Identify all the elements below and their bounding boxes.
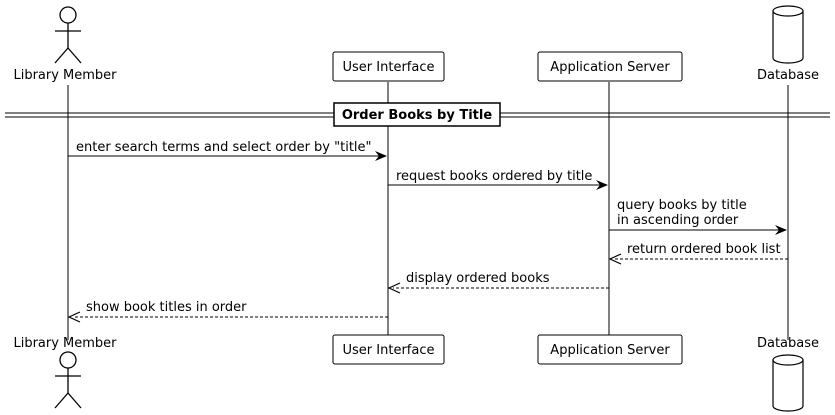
message-6: show book titles in order bbox=[67, 300, 388, 323]
message-label: show book titles in order bbox=[86, 300, 247, 315]
message-label: enter search terms and select order by "… bbox=[76, 140, 372, 155]
arrowhead bbox=[608, 253, 622, 265]
participant-label-member-bottom: Library Member bbox=[13, 336, 117, 351]
arrowhead bbox=[775, 225, 787, 235]
participant-label-ui: User Interface bbox=[343, 60, 435, 75]
participant-box-server bbox=[537, 51, 683, 82]
participant-box-ui-bottom bbox=[332, 334, 445, 365]
participant-label-server: Application Server bbox=[550, 60, 670, 75]
participant-box-server-bottom bbox=[537, 334, 683, 365]
group-title: Order Books by Title bbox=[342, 108, 493, 123]
arrowhead bbox=[375, 151, 387, 161]
message-4: return ordered book list bbox=[608, 242, 788, 265]
group-title-box bbox=[333, 102, 501, 127]
participant-label-member: Library Member bbox=[13, 68, 117, 83]
participant-label-ui-bottom: User Interface bbox=[343, 343, 435, 358]
arrowhead bbox=[596, 180, 608, 190]
actor-icon bbox=[54, 351, 82, 409]
database-icon bbox=[772, 354, 804, 412]
database-icon bbox=[772, 5, 804, 64]
participant-label-db: Database bbox=[757, 68, 819, 83]
participant-label-server-bottom: Application Server bbox=[550, 343, 670, 358]
message-label: query books by title bbox=[617, 198, 747, 213]
participant-box-ui bbox=[332, 51, 445, 82]
message-label: return ordered book list bbox=[627, 242, 781, 257]
actor-icon bbox=[54, 6, 82, 64]
message-label: in ascending order bbox=[617, 213, 739, 228]
message-3: query books by title in ascending order bbox=[609, 198, 787, 235]
message-label: display ordered books bbox=[406, 271, 550, 286]
message-5: display ordered books bbox=[387, 271, 609, 294]
participant-label-db-bottom: Database bbox=[757, 336, 819, 351]
arrowhead bbox=[67, 311, 81, 323]
message-2: request books ordered by title bbox=[388, 169, 608, 190]
message-1: enter search terms and select order by "… bbox=[68, 140, 387, 161]
arrowhead bbox=[387, 282, 401, 294]
message-label: request books ordered by title bbox=[396, 169, 592, 184]
